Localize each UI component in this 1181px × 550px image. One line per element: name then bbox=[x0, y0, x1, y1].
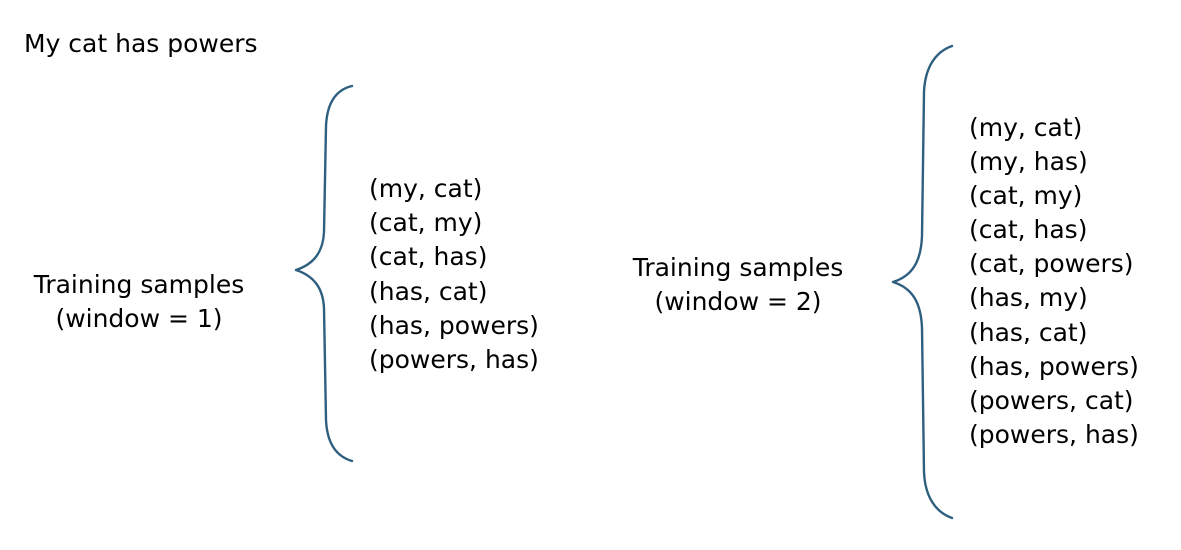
group-label-window: (window = 1) bbox=[55, 304, 223, 333]
group-label-window: (window = 2) bbox=[654, 287, 822, 316]
list-item: (powers, has) bbox=[969, 419, 1139, 449]
list-item: (my, cat) bbox=[969, 113, 1083, 142]
pair-list-window-1: (my, cat) (cat, my) (cat, has) (has, cat… bbox=[369, 172, 539, 377]
group-label-title: Training samples bbox=[33, 270, 245, 299]
list-item: (powers, cat) bbox=[969, 385, 1134, 415]
list-item: (my, has) bbox=[969, 147, 1088, 177]
example-sentence: My cat has powers bbox=[24, 29, 258, 58]
list-item: (cat, has) bbox=[369, 242, 488, 272]
brace-window-2 bbox=[891, 44, 954, 520]
list-item: (cat, my) bbox=[969, 181, 1083, 211]
list-item: (powers, has) bbox=[369, 345, 539, 375]
list-item: (cat, powers) bbox=[969, 249, 1134, 279]
pair-list-window-2: (my, cat) (my, has) (cat, my) (cat, has)… bbox=[969, 111, 1139, 452]
list-item: (cat, my) bbox=[369, 208, 483, 238]
group-label-window-1: Training samples (window = 1) bbox=[24, 268, 254, 336]
brace-window-1 bbox=[294, 84, 354, 463]
list-item: (has, cat) bbox=[369, 276, 488, 306]
list-item: (has, powers) bbox=[969, 351, 1139, 381]
group-label-title: Training samples bbox=[632, 253, 844, 282]
group-label-window-2: Training samples (window = 2) bbox=[620, 251, 856, 319]
list-item: (has, my) bbox=[969, 283, 1088, 313]
list-item: (cat, has) bbox=[969, 215, 1088, 245]
list-item: (has, cat) bbox=[969, 317, 1088, 347]
list-item: (has, powers) bbox=[369, 310, 539, 340]
list-item: (my, cat) bbox=[369, 174, 483, 203]
